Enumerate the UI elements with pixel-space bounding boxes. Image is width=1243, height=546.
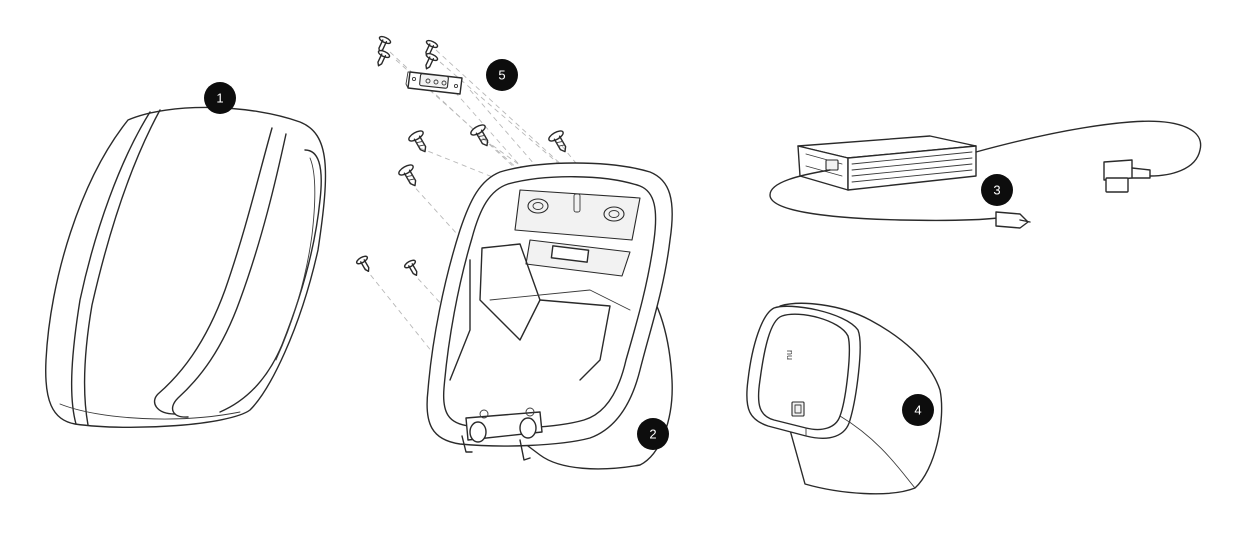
callout-2-label: 2 (649, 427, 656, 442)
screw (470, 124, 489, 147)
callout-1-label: 1 (216, 91, 223, 106)
screw (408, 130, 427, 153)
callout-5-label: 5 (498, 68, 505, 83)
callout-1: 1 (204, 82, 236, 114)
screw (377, 49, 391, 67)
screw (548, 130, 567, 153)
screw (355, 255, 370, 272)
callout-5: 5 (486, 59, 518, 91)
battery-logo: nu (785, 350, 795, 360)
screw (425, 52, 439, 70)
power-supply (769, 120, 1202, 229)
callout-3: 3 (981, 174, 1013, 206)
callout-4: 4 (902, 394, 934, 426)
callout-4-label: 4 (914, 403, 921, 418)
battery-module: nu (746, 302, 943, 495)
connector-plate (405, 71, 463, 95)
screws (355, 35, 567, 276)
callout-3-label: 3 (993, 183, 1000, 198)
back-plate (426, 162, 673, 470)
screw (403, 259, 418, 276)
front-cover (45, 106, 327, 429)
screw (398, 164, 417, 187)
callout-2: 2 (637, 418, 669, 450)
